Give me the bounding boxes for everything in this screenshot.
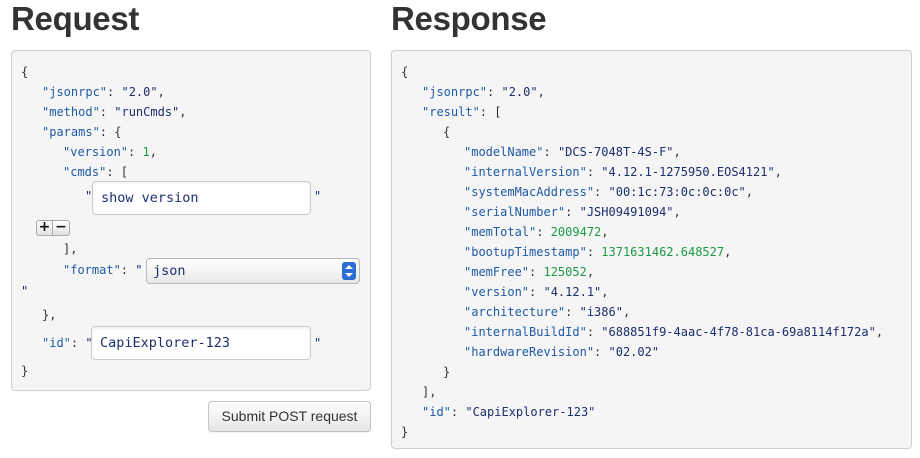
response-heading: Response [391, 0, 547, 37]
response-field-key: "version" [464, 285, 530, 299]
response-field-value: "DCS-7048T-4S-F" [557, 145, 674, 159]
request-method-line: "method": "runCmds", [42, 105, 187, 119]
response-field-key: "serialNumber" [464, 205, 566, 219]
request-editor-panel: { "jsonrpc": "2.0", "method": "runCmds",… [11, 50, 371, 391]
select-arrows-icon [342, 262, 356, 280]
response-result-line: "result": [ [422, 105, 502, 119]
cmd-open-quote: " [85, 189, 93, 203]
cmd-input[interactable]: show version [92, 181, 311, 215]
request-id-line: "id": " [42, 336, 93, 350]
response-viewer-panel: { "jsonrpc": "2.0", "result": [ { "model… [391, 50, 912, 449]
response-field-value: "4.12.1-1275950.EOS4121" [601, 165, 775, 179]
request-version-key: "version" [63, 145, 129, 159]
response-field-key: "internalBuildId" [464, 325, 587, 339]
response-field-value: 1371631462.648527 [601, 245, 725, 259]
response-field-value: "i386" [579, 305, 623, 319]
response-field-value: "4.12.1" [543, 285, 602, 299]
cmd-close-quote: " [314, 189, 322, 203]
response-jsonrpc-key: "jsonrpc" [422, 85, 488, 99]
request-cmds-line: "cmds": [ [63, 165, 129, 179]
request-params-close: }, [42, 308, 57, 322]
response-close-brace: } [401, 425, 409, 439]
response-field-key: "modelName" [464, 145, 544, 159]
request-close-brace: } [21, 364, 29, 378]
request-cmds-key: "cmds" [63, 165, 107, 179]
response-field-value: "02.02" [608, 345, 660, 359]
format-close-quote: " [21, 284, 29, 298]
request-params-key: "params" [42, 125, 100, 139]
response-field-value: "JSH09491094" [579, 205, 674, 219]
response-field-line: "serialNumber": "JSH09491094", [464, 205, 681, 219]
request-method-key: "method" [42, 105, 100, 119]
request-format-line: "format": " [63, 263, 143, 277]
request-jsonrpc-value: "2.0" [121, 85, 158, 99]
request-jsonrpc-key: "jsonrpc" [42, 85, 108, 99]
response-field-line: "modelName": "DCS-7048T-4S-F", [464, 145, 681, 159]
response-field-line: "architecture": "i386", [464, 305, 631, 319]
response-field-key: "architecture" [464, 305, 566, 319]
response-inner-close-brace: } [443, 365, 451, 379]
response-field-line: "version": "4.12.1", [464, 285, 609, 299]
response-result-key: "result" [422, 105, 480, 119]
format-select-value: json [153, 263, 186, 279]
request-params-line: "params": { [42, 125, 122, 139]
request-id-key: "id" [42, 336, 71, 350]
response-field-line: "internalVersion": "4.12.1-1275950.EOS41… [464, 165, 782, 179]
request-jsonrpc-line: "jsonrpc": "2.0", [42, 85, 165, 99]
response-field-line: "memFree": 125052, [464, 265, 595, 279]
request-cmds-close: ], [63, 242, 78, 256]
response-field-key: "memFree" [464, 265, 530, 279]
response-jsonrpc-line: "jsonrpc": "2.0", [422, 85, 545, 99]
response-field-value: 2009472 [550, 225, 602, 239]
response-field-line: "internalBuildId": "688851f9-4aac-4f78-8… [464, 325, 884, 339]
request-open-brace: { [21, 65, 29, 79]
response-id-key: "id" [422, 405, 451, 419]
response-field-key: "systemMacAddress" [464, 185, 595, 199]
request-format-key: "format" [63, 263, 121, 277]
response-result-close: ], [422, 385, 437, 399]
response-jsonrpc-value: "2.0" [501, 85, 538, 99]
request-method-value: "runCmds" [114, 105, 180, 119]
response-field-key: "hardwareRevision" [464, 345, 595, 359]
response-field-value: 125052 [543, 265, 587, 279]
response-field-line: "systemMacAddress": "00:1c:73:0c:0c:0c", [464, 185, 754, 199]
response-inner-open-brace: { [443, 125, 451, 139]
request-version-value: 1 [142, 145, 150, 159]
response-field-value: "688851f9-4aac-4f78-81ca-69a8114f172a" [601, 325, 876, 339]
id-close-quote: " [314, 336, 322, 350]
response-open-brace: { [401, 65, 409, 79]
response-field-line: "hardwareRevision": "02.02" [464, 345, 660, 359]
remove-command-button[interactable]: − [53, 220, 70, 236]
format-select[interactable]: json [146, 258, 360, 284]
response-id-line: "id": "CapiExplorer-123" [422, 405, 596, 419]
request-heading: Request [11, 0, 140, 37]
request-version-line: "version": 1, [63, 145, 157, 159]
response-field-key: "bootupTimestamp" [464, 245, 587, 259]
id-input[interactable]: CapiExplorer-123 [91, 326, 311, 360]
add-command-button[interactable]: + [36, 220, 53, 236]
response-field-key: "memTotal" [464, 225, 537, 239]
response-field-line: "bootupTimestamp": 1371631462.648527, [464, 245, 732, 259]
response-field-key: "internalVersion" [464, 165, 587, 179]
response-field-line: "memTotal": 2009472, [464, 225, 609, 239]
submit-post-request-button[interactable]: Submit POST request [208, 401, 371, 432]
response-id-value: "CapiExplorer-123" [465, 405, 596, 419]
response-field-value: "00:1c:73:0c:0c:0c" [608, 185, 746, 199]
